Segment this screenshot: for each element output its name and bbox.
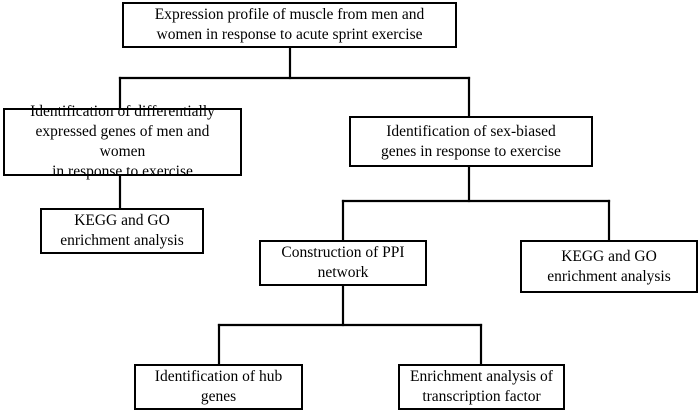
node-kegg-go-left: KEGG and GO enrichment analysis: [40, 208, 204, 254]
node-sex-biased-genes: Identification of sex-biased genes in re…: [349, 116, 593, 167]
node-expression-profile: Expression profile of muscle from men an…: [122, 2, 457, 48]
node-ppi-network: Construction of PPI network: [259, 240, 427, 286]
node-transcription-factor: Enrichment analysis of transcription fac…: [398, 364, 565, 410]
node-differential-expression: Identification of differentially express…: [3, 103, 242, 180]
node-hub-genes: Identification of hub genes: [134, 364, 303, 410]
node-kegg-go-right: KEGG and GO enrichment analysis: [520, 240, 698, 293]
